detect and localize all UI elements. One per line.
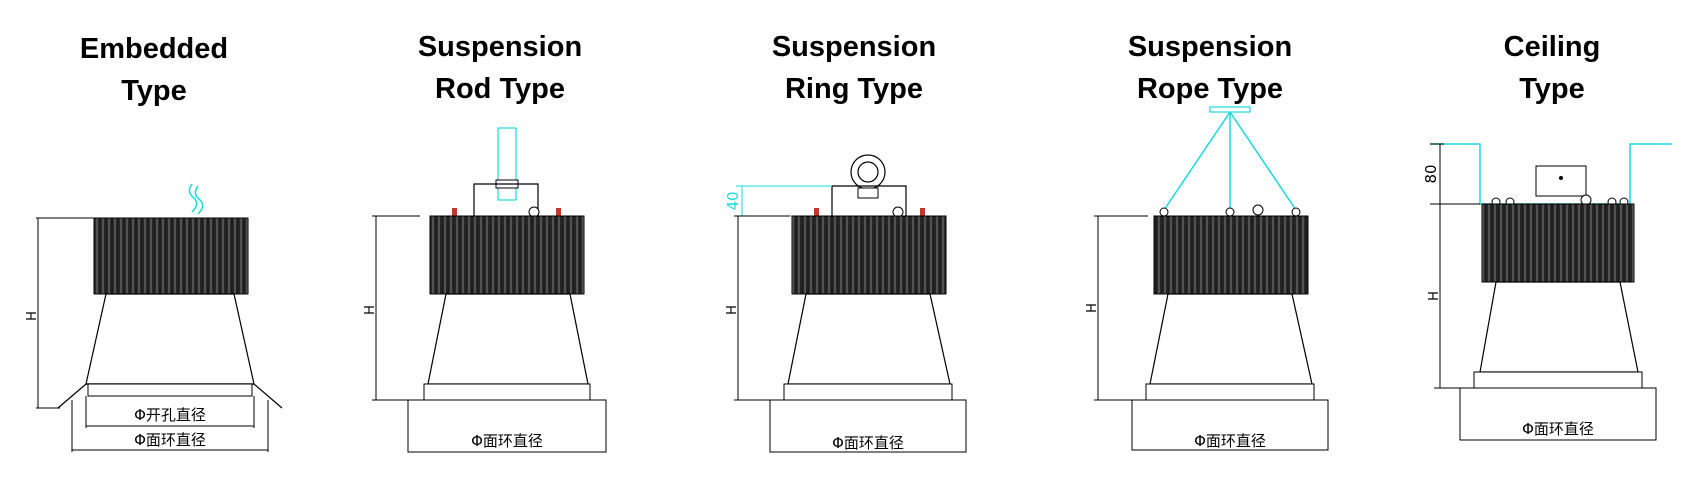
panel-4-height-dimension: H — [1085, 215, 1148, 401]
panel-5-height-dimension: H — [1427, 203, 1480, 389]
panel-4-ropes — [1163, 106, 1297, 211]
panel-4-title-line1: Suspension — [1127, 31, 1293, 63]
panel-3-h-label: H — [725, 305, 740, 315]
panel-1-title-line2: Type — [121, 75, 187, 107]
panel-4-ceiling-plate — [1131, 399, 1329, 451]
panel-3-height-dimension: H — [725, 215, 790, 401]
panel-4-face-ring — [1145, 383, 1315, 401]
panel-1-ring-dimension: Φ面环直径 — [71, 400, 269, 452]
panel-3-ceiling-plate — [769, 399, 967, 453]
panel-3-title-line2: Ring Type — [784, 73, 924, 105]
panel-5-ceiling-mount — [1430, 143, 1672, 205]
panel-3-heatsink — [791, 215, 947, 295]
panel-2-title-line1: Suspension — [417, 31, 583, 63]
panel-3-face-ring — [783, 383, 953, 401]
panel-5-mount-dim-label: 80 — [1422, 164, 1440, 183]
panel-3-title: Suspension Ring Type — [724, 26, 984, 110]
panel-5-ceiling-plate — [1459, 387, 1657, 441]
panel-1-lamp-body — [85, 293, 255, 385]
panel-1-title-line1: Embedded — [79, 33, 229, 65]
panel-5-title-line2: Type — [1519, 73, 1585, 105]
panel-2-lamp-body — [427, 293, 589, 385]
panel-2-heatsink — [429, 215, 585, 295]
panel-2-face-ring — [423, 383, 591, 401]
panel-4-ring-label: Φ面环直径 — [1194, 432, 1266, 450]
panel-1-ring-label: Φ面环直径 — [134, 431, 206, 449]
panel-3-drawing: 40 H Φ面环直径 — [724, 154, 967, 453]
panel-5-mount-dimension: 80 — [1422, 143, 1480, 205]
panel-5-h-label: H — [1427, 291, 1442, 301]
panel-5-drawing: 80 H Φ面环直径 — [1422, 143, 1672, 441]
panel-1-height-dimension: H — [25, 217, 94, 409]
panel-3-lamp-body — [787, 293, 951, 385]
panel-2-drawing: H Φ面环直径 — [363, 127, 607, 453]
panel-3-mount-dim-label: 40 — [724, 191, 742, 210]
panel-1-h-label: H — [25, 311, 40, 321]
panel-4-lamp-body — [1149, 293, 1313, 385]
panel-1-title: Embedded Type — [24, 28, 284, 112]
panel-4-title: Suspension Rope Type — [1080, 26, 1340, 110]
panel-2-title: Suspension Rod Type — [370, 26, 630, 110]
panel-2-ceiling-plate — [407, 399, 607, 453]
panel-4-drawing: H Φ面环直径 — [1085, 106, 1329, 451]
panel-2-title-line2: Rod Type — [435, 73, 565, 105]
panel-5-lamp-body — [1479, 281, 1639, 373]
panel-5-heatsink — [1481, 203, 1635, 283]
panel-3-ring-label: Φ面环直径 — [832, 434, 904, 452]
panel-2-h-label: H — [363, 305, 378, 315]
panel-5-title: Ceiling Type — [1422, 26, 1682, 110]
panel-5-title-line1: Ceiling — [1503, 31, 1601, 63]
panel-5-ring-label: Φ面环直径 — [1522, 420, 1594, 438]
panel-3-hanging-ring — [831, 154, 907, 216]
panel-1-heatsink — [93, 217, 249, 295]
panel-2-suspension-rod — [473, 127, 539, 216]
panel-3-title-line1: Suspension — [771, 31, 937, 63]
panel-1-drawing: H Φ开孔直径 Φ面环直径 — [25, 183, 283, 452]
panel-5-face-ring — [1473, 371, 1643, 389]
panel-1-cutout-dimension: Φ开孔直径 — [85, 396, 255, 428]
panel-4-h-label: H — [1085, 303, 1100, 313]
panel-1-cutout-label: Φ开孔直径 — [134, 406, 206, 424]
panel-2-height-dimension: H — [363, 215, 420, 401]
panel-1-mount-cable — [188, 183, 204, 215]
panel-4-title-line2: Rope Type — [1136, 73, 1284, 105]
panel-4-heatsink — [1153, 215, 1309, 295]
panel-2-ring-label: Φ面环直径 — [471, 432, 543, 450]
panel-1-face-ring — [87, 383, 253, 397]
